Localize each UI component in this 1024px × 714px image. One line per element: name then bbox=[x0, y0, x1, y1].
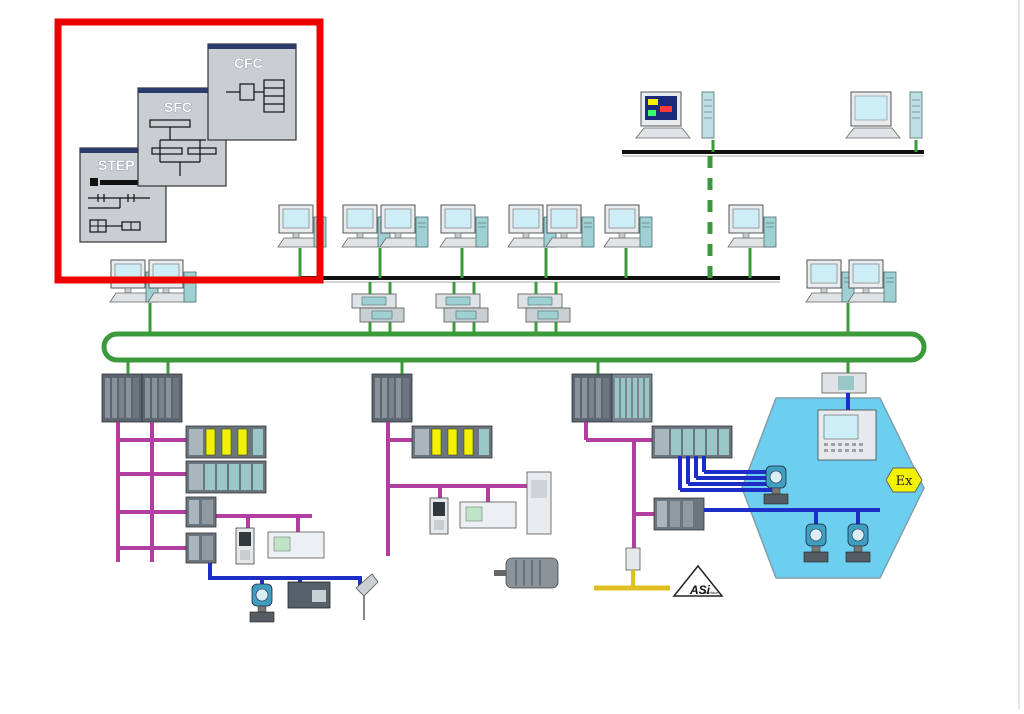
engineering-highlight-frame bbox=[54, 18, 324, 284]
drive-middle bbox=[429, 497, 449, 535]
plant-bus-ring bbox=[101, 331, 927, 363]
et200-station-middle bbox=[411, 425, 493, 459]
temperature-sensor-left bbox=[355, 573, 379, 620]
explosion-protection-badge: Ex bbox=[885, 467, 923, 493]
et200-station-left-1 bbox=[185, 425, 267, 459]
operator-station-5 bbox=[603, 204, 653, 248]
cfc-editor-window: CFC bbox=[207, 43, 297, 141]
ex-gateway-module bbox=[821, 372, 867, 394]
os-server-2 bbox=[435, 293, 489, 323]
os-server-1 bbox=[351, 293, 405, 323]
automation-system-2 bbox=[371, 373, 413, 423]
operator-station-4 bbox=[507, 204, 595, 248]
profibus-dp-left bbox=[116, 422, 312, 562]
operator-station-2 bbox=[341, 204, 429, 248]
interface-module-left-1 bbox=[185, 496, 217, 528]
os-server-3 bbox=[517, 293, 571, 323]
automation-system-redundant bbox=[101, 373, 183, 423]
ex-badge-label: Ex bbox=[896, 474, 913, 489]
sfc-window-title: SFC bbox=[164, 99, 192, 115]
valve-positioner-left bbox=[287, 581, 331, 609]
profibus-dp-middle bbox=[386, 422, 530, 556]
asi-master bbox=[625, 547, 641, 571]
asi-logo: ASi interface bbox=[672, 564, 724, 597]
asi-logo-subtext: interface bbox=[703, 590, 719, 595]
pressure-transmitter-left bbox=[249, 583, 275, 623]
office-workstation-right bbox=[845, 91, 923, 139]
step-window-title: STEP bbox=[98, 157, 135, 173]
pressure-transmitter-ex-3 bbox=[845, 523, 871, 563]
office-workstation-sap bbox=[635, 91, 715, 139]
operator-station-3 bbox=[439, 204, 489, 248]
maintenance-station bbox=[805, 259, 897, 303]
frequency-converter-middle bbox=[526, 471, 552, 535]
et200-station-right bbox=[651, 425, 733, 459]
interface-module-left-2 bbox=[185, 532, 217, 564]
ex-operator-panel bbox=[817, 409, 877, 461]
interface-module-right bbox=[653, 497, 705, 531]
cfc-window-title: CFC bbox=[234, 55, 263, 71]
asi-logo-text: ASi bbox=[689, 583, 711, 597]
et200-station-left-2 bbox=[185, 460, 267, 494]
hmi-panel-middle bbox=[459, 501, 517, 529]
pressure-transmitter-ex-1 bbox=[763, 465, 789, 505]
profibus-pa-left bbox=[208, 563, 362, 590]
profibus-dp-right bbox=[584, 422, 656, 548]
motor-middle bbox=[494, 557, 559, 589]
drive-left bbox=[235, 527, 255, 565]
hmi-panel-left bbox=[267, 531, 325, 559]
pressure-transmitter-ex-2 bbox=[803, 523, 829, 563]
automation-system-3 bbox=[571, 373, 653, 423]
operator-station-6 bbox=[727, 204, 777, 248]
